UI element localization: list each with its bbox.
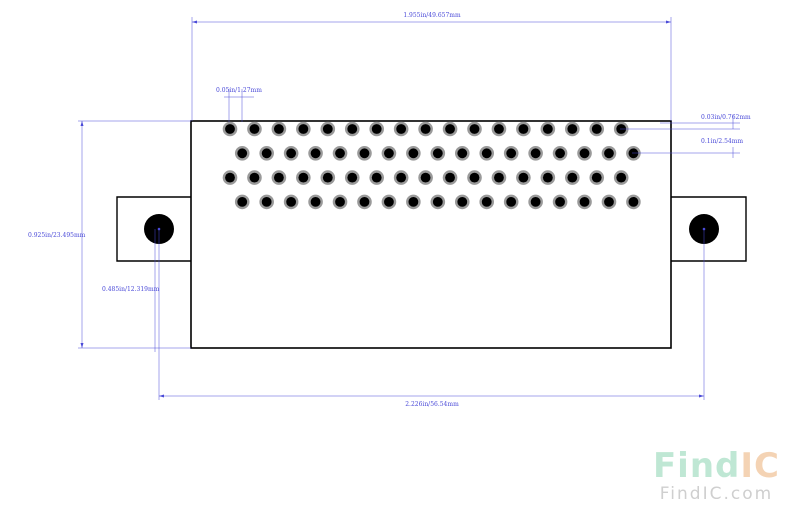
pin-pad-hole [310, 148, 321, 159]
pin-pad-hole [347, 124, 358, 134]
arrow [699, 394, 704, 398]
pin-pad-hole [298, 124, 309, 134]
pin-pad-hole [237, 197, 248, 207]
dim-row-stagger-label: 0.03in/0.762mm [701, 114, 751, 121]
logo-word-ic: IC [740, 446, 780, 486]
dim-row-pitch-label: 0.1in/2.54mm [701, 138, 743, 145]
pin-pad-hole [628, 197, 639, 207]
pin-pad-hole [506, 197, 517, 207]
dimension-lines [78, 17, 740, 400]
pin-pad-hole [445, 172, 455, 183]
pin-array [222, 121, 641, 210]
pin-pad-hole [261, 148, 272, 159]
pin-pad-hole [457, 197, 468, 207]
pin-pad-hole [359, 197, 370, 207]
logo-domain: FindIC.com [659, 484, 774, 504]
pin-pad-hole [384, 197, 394, 207]
pin-pad-hole [604, 148, 614, 159]
pin-pad-hole [274, 124, 284, 134]
pin-pad-hole [359, 148, 370, 159]
pin-pad-hole [225, 124, 235, 134]
pin-pad-hole [274, 172, 284, 183]
pin-pad-hole [261, 197, 272, 207]
pin-pad-hole [628, 148, 639, 159]
pin-pad-hole [555, 197, 565, 207]
pin-pad-hole [604, 197, 614, 207]
pin-pad-hole [298, 172, 309, 183]
arrow [666, 20, 671, 24]
pin-pad-hole [371, 124, 382, 134]
pin-pad-hole [591, 172, 602, 183]
connector-body [190, 120, 672, 349]
pin-pad-hole [335, 148, 345, 159]
pin-pad-hole [445, 124, 455, 134]
logo-wordmark: FindIC [653, 448, 780, 484]
pin-pad-hole [579, 197, 590, 207]
pin-pad-hole [237, 148, 248, 159]
pin-pad-hole [249, 124, 260, 134]
pin-pad-hole [335, 197, 345, 207]
right-mounting-flange [671, 196, 747, 262]
pin-pad-hole [555, 148, 565, 159]
pin-pad-hole [494, 124, 504, 134]
pin-pad-hole [420, 172, 431, 183]
pin-pad-hole [506, 148, 517, 159]
left-mounting-flange [116, 196, 191, 262]
pin-pad-hole [567, 172, 578, 183]
pin-pad-hole [457, 148, 468, 159]
pin-pad-hole [481, 148, 492, 159]
pin-pad-hole [494, 172, 504, 183]
pin-pad-hole [225, 172, 235, 183]
pin-pad-hole [567, 124, 578, 134]
pin-pad-hole [518, 124, 529, 134]
pin-pad-hole [530, 148, 541, 159]
arrow [192, 20, 197, 24]
pin-pad-hole [481, 197, 492, 207]
pin-pad-hole [310, 197, 321, 207]
pin-pad-hole [616, 172, 627, 183]
logo-word-find: Find [652, 446, 741, 486]
pin-pad-hole [432, 148, 443, 159]
pin-pad-hole [469, 124, 480, 134]
pin-pad-hole [396, 124, 407, 134]
pin-pad-hole [322, 172, 333, 183]
pin-pad-hole [249, 172, 260, 183]
pin-pad-hole [591, 124, 602, 134]
arrow [80, 343, 84, 348]
arrow [159, 394, 164, 398]
pin-pad-hole [530, 197, 541, 207]
dim-overall-width-label: 1.955in/49.657mm [403, 12, 461, 19]
pin-pad-hole [286, 148, 297, 159]
pin-pad-hole [420, 124, 431, 134]
pin-pad-hole [542, 124, 553, 134]
pin-pad-hole [579, 148, 590, 159]
pin-pad-hole [518, 172, 529, 183]
pin-pad-hole [347, 172, 358, 183]
pin-pad-hole [371, 172, 382, 183]
findic-logo: FindIC FindIC.com [653, 448, 780, 504]
pin-pad-hole [286, 197, 297, 207]
pin-pad-hole [542, 172, 553, 183]
pin-pad-hole [432, 197, 443, 207]
pin-pad-hole [408, 148, 419, 159]
dim-pin-pitch-label: 0.05in/1.27mm [216, 87, 262, 94]
pin-pad-hole [469, 172, 480, 183]
dim-overall-height-label: 0.925in/23.495mm [28, 232, 86, 239]
pin-pad-hole [384, 148, 394, 159]
arrow [80, 121, 84, 126]
pin-pad-hole [322, 124, 333, 134]
pin-pad-hole [396, 172, 407, 183]
dim-mount-offset-label: 0.485in/12.319mm [102, 286, 160, 293]
dim-mount-spacing-label: 2.226in/56.54mm [405, 401, 459, 408]
pin-pad-hole [408, 197, 419, 207]
